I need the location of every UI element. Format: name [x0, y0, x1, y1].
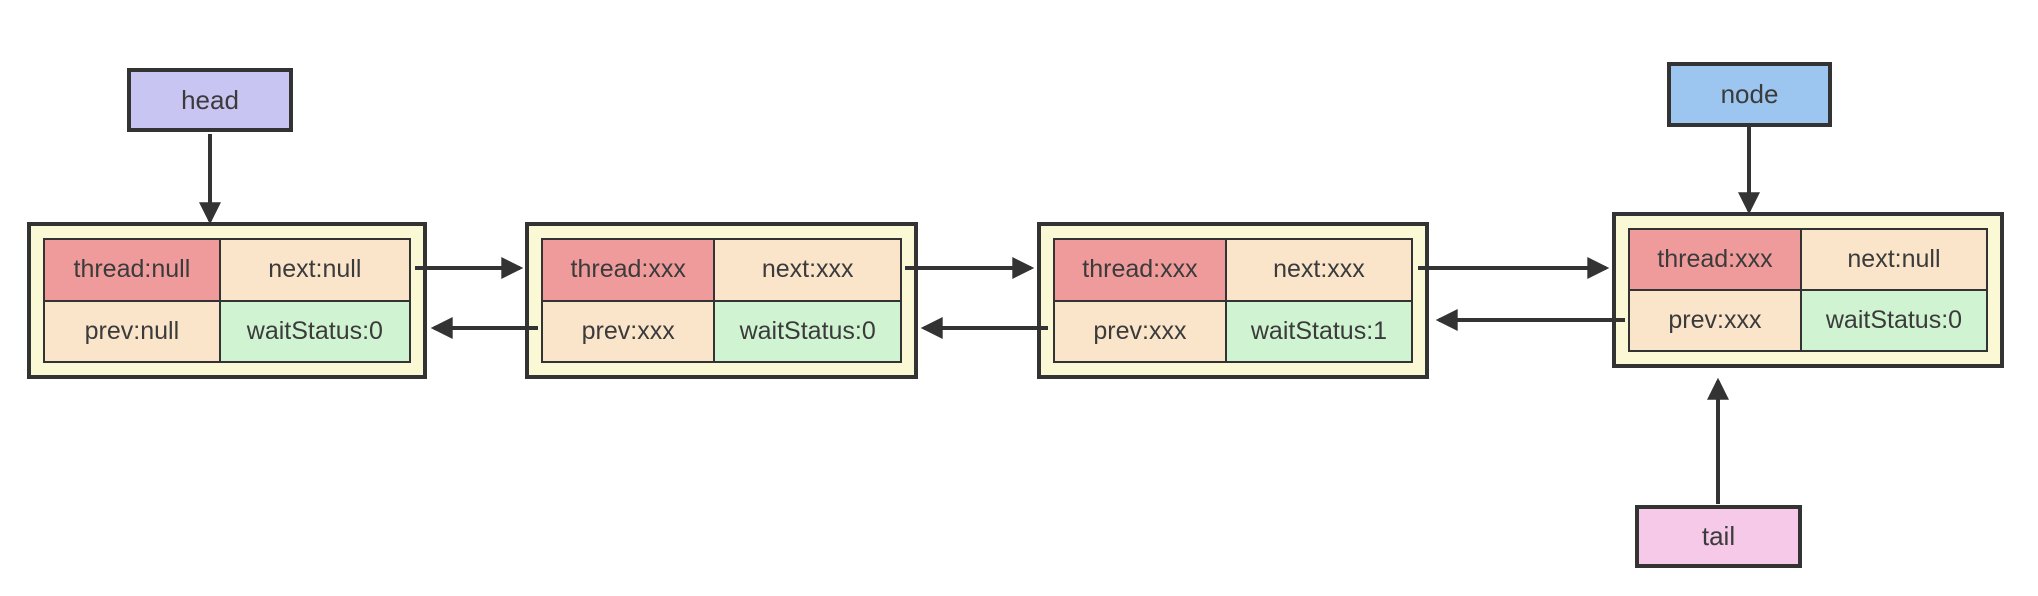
node-2-thread-cell: thread:xxx — [543, 240, 714, 300]
node-4-waitstatus-cell: waitStatus:0 — [1801, 291, 1986, 350]
queue-node-1-fields: thread:null next:null prev:null waitStat… — [43, 238, 411, 363]
queue-node-2: thread:xxx next:xxx prev:xxx waitStatus:… — [525, 222, 918, 379]
node-1-waitstatus-cell: waitStatus:0 — [220, 301, 409, 361]
queue-node-4: thread:xxx next:null prev:xxx waitStatus… — [1612, 212, 2004, 368]
node-pointer-label: node — [1667, 62, 1832, 127]
node-3-next-cell: next:xxx — [1226, 240, 1411, 300]
node-2-prev-cell: prev:xxx — [543, 301, 714, 361]
node-3-waitstatus-cell: waitStatus:1 — [1226, 301, 1411, 361]
queue-node-1: thread:null next:null prev:null waitStat… — [27, 222, 427, 379]
tail-pointer-text: tail — [1701, 521, 1736, 551]
node-2-next-cell: next:xxx — [715, 240, 900, 300]
queue-node-3-fields: thread:xxx next:xxx prev:xxx waitStatus:… — [1053, 238, 1413, 363]
node-4-next-cell: next:null — [1801, 230, 1986, 289]
node-4-thread-cell: thread:xxx — [1630, 230, 1800, 289]
node-pointer-text: node — [1720, 79, 1779, 109]
node-1-next-cell: next:null — [220, 240, 409, 300]
node-4-prev-cell: prev:xxx — [1630, 291, 1800, 350]
node-3-prev-cell: prev:xxx — [1055, 301, 1225, 361]
head-pointer-text: head — [181, 84, 239, 115]
node-3-thread-cell: thread:xxx — [1055, 240, 1225, 300]
node-1-thread-cell: thread:null — [45, 240, 219, 300]
queue-node-4-fields: thread:xxx next:null prev:xxx waitStatus… — [1628, 228, 1988, 352]
tail-pointer-label: tail — [1635, 505, 1802, 568]
node-1-prev-cell: prev:null — [45, 301, 219, 361]
queue-node-2-fields: thread:xxx next:xxx prev:xxx waitStatus:… — [541, 238, 902, 363]
head-pointer-label: head — [127, 68, 293, 132]
queue-node-3: thread:xxx next:xxx prev:xxx waitStatus:… — [1037, 222, 1429, 379]
node-2-waitstatus-cell: waitStatus:0 — [715, 301, 900, 361]
